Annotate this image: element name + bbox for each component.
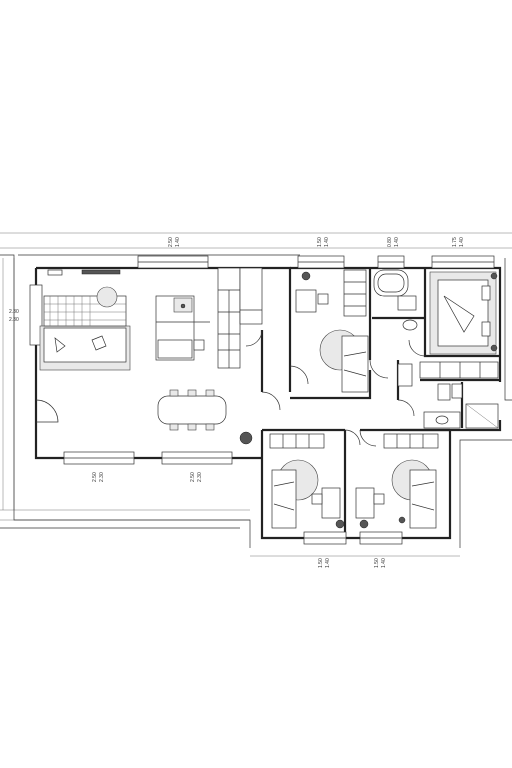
windows <box>29 255 495 545</box>
washbasin-1 <box>402 319 418 331</box>
cushions <box>54 335 107 353</box>
door-bedroom3 <box>359 429 377 447</box>
tv-unit <box>81 269 121 275</box>
dim-top-living-a: 2.50 <box>168 237 174 247</box>
rug-pattern <box>44 296 126 326</box>
bedroom-3 <box>355 433 439 529</box>
dim-top-bath-a: 0.80 <box>387 237 393 247</box>
terrace-outline <box>0 254 512 548</box>
dim-top-living-b: 1.40 <box>175 237 181 247</box>
dim-bottom-living1-b: 2.30 <box>99 472 105 482</box>
toilet-2 <box>437 383 451 401</box>
dim-top-bedroom1-b: 1.40 <box>324 237 330 247</box>
dim-bottom-living2-a: 2.50 <box>190 472 196 482</box>
bathroom-1 <box>373 269 418 387</box>
bed-3-sheet <box>411 481 435 511</box>
living-area <box>39 267 263 445</box>
desk-lamp-2 <box>335 519 345 529</box>
master-bed <box>437 279 489 347</box>
bedroom-2 <box>269 433 345 529</box>
sofa-seat <box>43 327 127 363</box>
door-bedroom1 <box>289 365 309 385</box>
toilet <box>397 295 417 311</box>
bedroom-1 <box>295 269 369 393</box>
plant <box>239 431 253 445</box>
wardrobe-3 <box>383 433 439 449</box>
chair-1 <box>317 293 329 305</box>
armchair <box>96 286 118 308</box>
bed-1 <box>341 335 369 393</box>
island-sink <box>157 339 193 359</box>
door-bath2 <box>397 399 415 417</box>
wardrobe-2 <box>269 433 325 449</box>
stool <box>193 339 205 351</box>
desk-lamp-1 <box>301 271 311 281</box>
bed-2-sheet <box>273 481 295 511</box>
dim-top-master-a: 1.75 <box>452 237 458 247</box>
chair-3 <box>373 493 385 505</box>
door-hall <box>261 391 281 411</box>
vanity <box>423 411 461 429</box>
dim-bottom-bedroom3-b: 1.40 <box>381 558 387 568</box>
dim-bottom-living1-a: 2.50 <box>92 472 98 482</box>
bathroom-2 <box>419 361 499 429</box>
door-bath <box>369 359 389 379</box>
desk-3 <box>355 487 375 519</box>
pillow-2 <box>481 321 491 337</box>
bathtub <box>373 269 409 297</box>
tv-stand <box>47 269 63 276</box>
master-bedroom <box>429 271 498 355</box>
wardrobe-master <box>419 361 499 379</box>
dim-top-bath-b: 1.40 <box>394 237 400 247</box>
door-bedroom2 <box>344 429 361 446</box>
dim-bottom-living2-b: 2.30 <box>197 472 203 482</box>
door-kitchen <box>245 329 263 347</box>
dim-top-bedroom1-a: 1.50 <box>317 237 323 247</box>
desk-2 <box>321 487 341 519</box>
bed-3 <box>409 469 437 529</box>
bed-1-sheet <box>343 351 367 377</box>
door-master <box>408 339 426 357</box>
dining-table <box>157 395 227 425</box>
dim-bottom-bedroom2-b: 1.40 <box>325 558 331 568</box>
pantry <box>239 267 263 325</box>
dim-bottom-bedroom3-a: 1.50 <box>374 558 380 568</box>
master-bed-sheet <box>443 295 475 333</box>
dim-bottom-bedroom2-a: 1.50 <box>318 558 324 568</box>
bidet <box>451 383 463 399</box>
chair-2 <box>311 493 323 505</box>
pillow-1 <box>481 285 491 301</box>
dim-top-master-b: 1.40 <box>459 237 465 247</box>
bed-2 <box>271 469 297 529</box>
door-living-left <box>35 399 59 423</box>
doors <box>35 329 426 447</box>
desk-lamp-3 <box>359 519 369 529</box>
window-living-left <box>29 284 43 346</box>
cabinet-1 <box>397 363 413 387</box>
desk-1 <box>295 289 317 313</box>
wardrobe-1 <box>343 269 367 317</box>
